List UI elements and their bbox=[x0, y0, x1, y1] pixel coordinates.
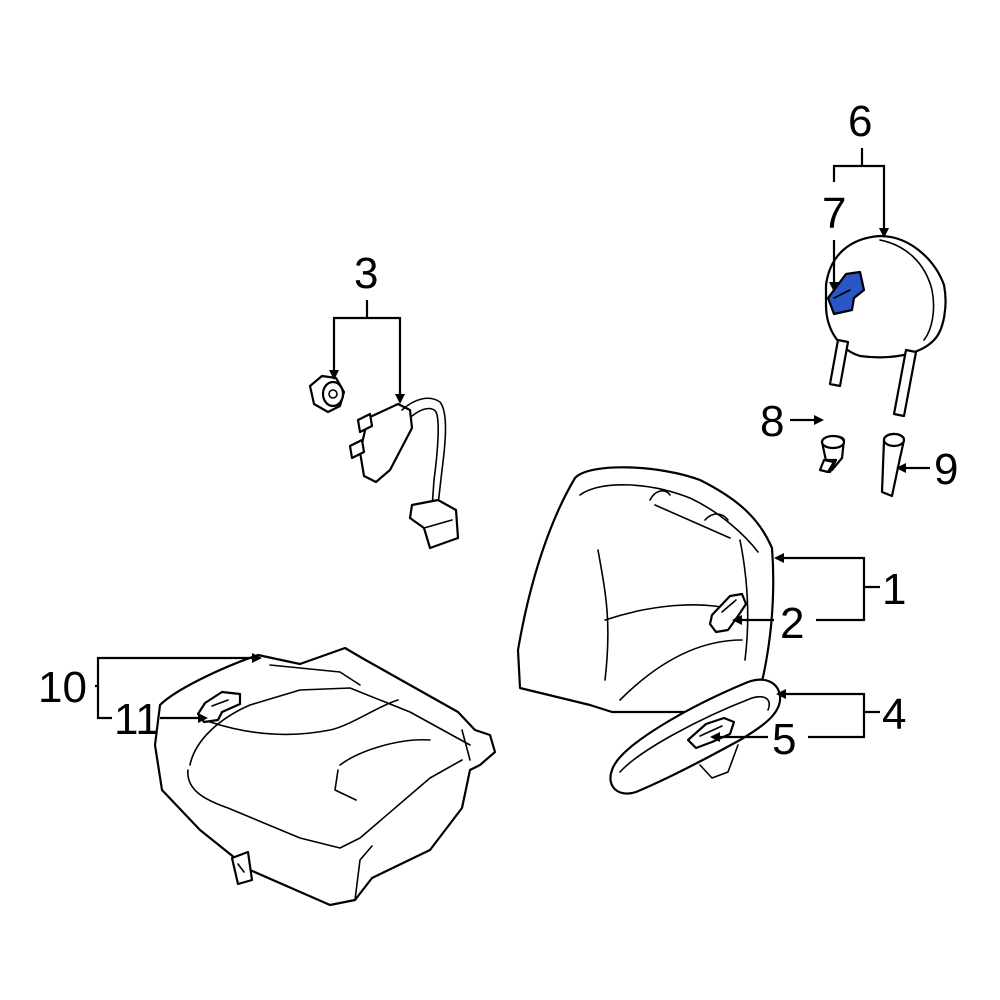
callout-1: 1 bbox=[882, 565, 906, 614]
callout-8: 8 bbox=[760, 397, 784, 446]
seat-cushion[interactable] bbox=[153, 646, 497, 907]
leader-lines bbox=[95, 148, 930, 742]
seat-back[interactable] bbox=[516, 466, 775, 714]
callout-6: 6 bbox=[848, 97, 872, 146]
callout-10: 10 bbox=[38, 663, 87, 712]
callout-2: 2 bbox=[780, 599, 804, 648]
callout-11: 11 bbox=[114, 695, 160, 744]
headrest-guide-right[interactable] bbox=[880, 432, 906, 498]
grommet[interactable] bbox=[308, 374, 346, 414]
headrest-guide-left[interactable] bbox=[818, 434, 846, 474]
callout-5: 5 bbox=[772, 715, 796, 764]
callout-4: 4 bbox=[882, 690, 906, 739]
callout-3: 3 bbox=[354, 249, 378, 298]
seat-belt-buckle[interactable] bbox=[348, 397, 460, 550]
headrest[interactable] bbox=[824, 234, 947, 418]
callout-9: 9 bbox=[934, 445, 958, 494]
headrest-adjuster-button[interactable] bbox=[826, 270, 866, 316]
callout-7: 7 bbox=[822, 189, 846, 238]
